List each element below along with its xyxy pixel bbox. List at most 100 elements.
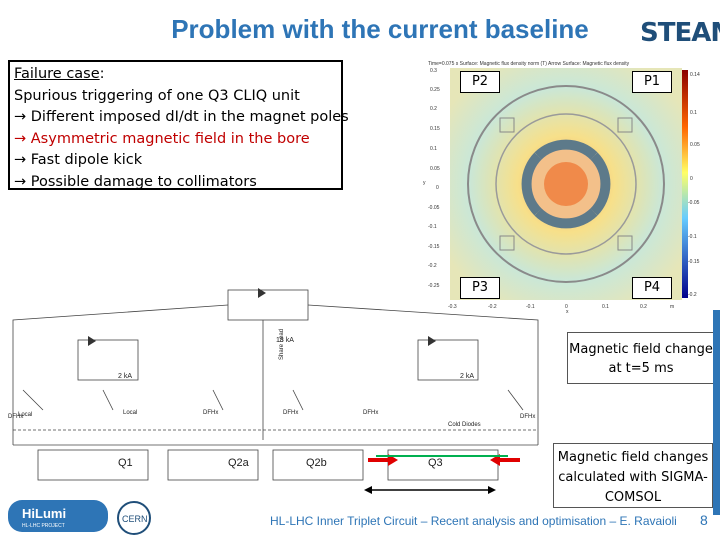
failure-case-box: Failure case: Spurious triggering of one… bbox=[8, 60, 349, 190]
main-bus bbox=[12, 304, 539, 445]
failure-line-5: → Possible damage to collimators bbox=[14, 173, 257, 190]
current-label: 2 kA bbox=[460, 373, 474, 380]
y-tick: 0.05 bbox=[430, 166, 440, 172]
magnet-label-q1: Q1 bbox=[118, 457, 133, 469]
magnetic-field-plot: Time=0.075 s Surface: Magnetic flux dens… bbox=[420, 58, 708, 315]
dfhx-label: DFHx bbox=[520, 414, 535, 420]
coil-right bbox=[590, 152, 611, 216]
accent-bar bbox=[713, 310, 720, 515]
local-label: Local bbox=[18, 412, 32, 418]
y-tick: 0.2 bbox=[430, 106, 437, 112]
dfhx-label: DFHx bbox=[363, 410, 378, 416]
cern-text: CERN bbox=[122, 514, 148, 524]
trim-converter-right bbox=[417, 339, 479, 381]
cbar-tick: -0.2 bbox=[688, 292, 697, 298]
x-tick: -0.1 bbox=[526, 304, 535, 310]
y-tick: -0.05 bbox=[428, 205, 440, 211]
span-arrow-left-head bbox=[364, 486, 372, 494]
yoke-hole-4 bbox=[617, 235, 633, 251]
x-tick: -0.3 bbox=[448, 304, 457, 310]
yoke-outline bbox=[467, 85, 665, 283]
y-axis-ticks: 0.3 0.25 0.2 0.15 0.1 0.05 0 -0.05 -0.1 … bbox=[428, 68, 440, 289]
hilumi-logo: HiLumi HL-LHC PROJECT bbox=[8, 498, 108, 534]
steam-logo: STEAM bbox=[640, 18, 720, 48]
cern-logo: CERN bbox=[116, 500, 152, 536]
plot-header: Time=0.075 s Surface: Magnetic flux dens… bbox=[428, 61, 630, 67]
hilumi-sub: HL-LHC PROJECT bbox=[22, 523, 65, 529]
hilumi-logo-svg: HiLumi HL-LHC PROJECT bbox=[8, 500, 108, 532]
q3-highlight-arrows bbox=[364, 454, 520, 494]
y-tick: -0.15 bbox=[428, 244, 440, 250]
trim-converter-left bbox=[77, 339, 139, 381]
q1-block bbox=[37, 449, 149, 481]
diode-symbol bbox=[428, 336, 436, 346]
magnet-label-q2b: Q2b bbox=[306, 457, 327, 469]
x-tick: -0.2 bbox=[488, 304, 497, 310]
dfhx-label: DFHx bbox=[203, 410, 218, 416]
yoke-hole-3 bbox=[499, 235, 515, 251]
x-axis-label: x bbox=[566, 309, 569, 313]
dfhx-label: DFHx bbox=[8, 414, 23, 420]
coil-left bbox=[521, 152, 542, 216]
y-tick: 0.1 bbox=[430, 146, 437, 152]
cbar-tick: -0.05 bbox=[688, 200, 700, 206]
failure-heading-line: Failure case: bbox=[14, 64, 337, 86]
y-tick: 0.15 bbox=[430, 126, 440, 132]
slide-title: Problem with the current baseline bbox=[171, 14, 589, 44]
q2b-block bbox=[272, 449, 364, 481]
field-plot-svg: Time=0.075 s Surface: Magnetic flux dens… bbox=[423, 61, 700, 315]
magnet-label-q2a: Q2a bbox=[228, 457, 250, 469]
pole-label-p2: P2 bbox=[460, 71, 500, 93]
y-tick: 0.3 bbox=[430, 68, 437, 74]
x-tick: m bbox=[670, 304, 674, 310]
pole-label-p3: P3 bbox=[460, 277, 500, 299]
y-tick: 0 bbox=[436, 185, 439, 191]
cold-diodes-label: Cold Diodes bbox=[448, 422, 481, 428]
page-number: 8 bbox=[700, 512, 708, 528]
circuit-svg: 18 kA 2 kA 2 kA Share Lead Cold Diodes D… bbox=[8, 288, 539, 494]
circuit-diagram: 18 kA 2 kA 2 kA Share Lead Cold Diodes D… bbox=[8, 280, 548, 495]
coil-bottom bbox=[534, 208, 598, 229]
failure-heading-colon: : bbox=[99, 66, 105, 82]
colorbar-ticks: 0.14 0.1 0.05 0 -0.05 -0.1 -0.15 -0.2 bbox=[688, 72, 700, 298]
cbar-tick: -0.15 bbox=[688, 259, 700, 265]
collar-outline bbox=[495, 113, 637, 255]
diode-symbol bbox=[258, 288, 266, 298]
y-tick: -0.2 bbox=[428, 263, 437, 269]
q2a-block bbox=[167, 449, 259, 481]
local-label: Local bbox=[123, 410, 137, 416]
current-label: 18 kA bbox=[276, 337, 294, 344]
failure-line-2: → Different imposed dI/dt in the magnet … bbox=[14, 109, 349, 125]
cbar-tick: 0.1 bbox=[690, 110, 697, 116]
cbar-tick: 0 bbox=[690, 176, 693, 182]
cbar-tick: 0.14 bbox=[690, 72, 700, 78]
cbar-tick: -0.1 bbox=[688, 234, 697, 240]
span-arrow-right-head bbox=[488, 486, 496, 494]
x-tick: 0 bbox=[565, 304, 568, 310]
magnet-label-q3: Q3 bbox=[428, 457, 443, 469]
bore bbox=[544, 162, 588, 206]
y-tick: -0.25 bbox=[428, 283, 440, 289]
main-converter-box bbox=[227, 289, 309, 321]
failure-line-3: → Asymmetric magnetic field in the bore bbox=[14, 130, 310, 147]
x-axis-ticks: -0.3 -0.2 -0.1 0 0.1 0.2 m bbox=[448, 304, 674, 310]
failure-line-1: Spurious triggering of one Q3 CLIQ unit bbox=[14, 87, 300, 104]
coil-top bbox=[534, 139, 598, 160]
dfhx-label: DFHx bbox=[283, 410, 298, 416]
pole-label-p4: P4 bbox=[632, 277, 672, 299]
y-tick: -0.1 bbox=[428, 224, 437, 230]
cern-logo-svg: CERN bbox=[117, 501, 151, 535]
x-tick: 0.1 bbox=[602, 304, 609, 310]
dfhx-links bbox=[22, 389, 524, 411]
x-tick: 0.2 bbox=[640, 304, 647, 310]
shared-lead-label: Share Lead bbox=[279, 329, 285, 360]
diode-symbol bbox=[88, 336, 96, 346]
sigma-comsol-note: Magnetic field changes calculated with S… bbox=[553, 443, 713, 508]
colorbar bbox=[682, 70, 688, 298]
y-axis-label: y bbox=[423, 180, 426, 186]
yoke-hole-2 bbox=[617, 117, 633, 133]
footer-text: HL-LHC Inner Triplet Circuit – Recent an… bbox=[270, 514, 677, 528]
field-change-note: Magnetic field change at t=5 ms bbox=[567, 332, 715, 384]
failure-heading: Failure case bbox=[14, 66, 100, 82]
hilumi-name: HiLumi bbox=[22, 506, 66, 521]
